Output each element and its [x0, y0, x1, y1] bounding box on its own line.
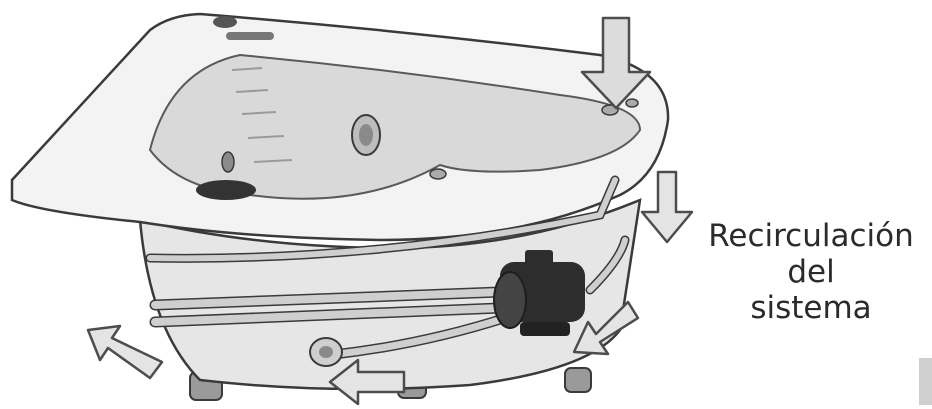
jet-icon — [221, 151, 235, 173]
jet-icon — [351, 114, 381, 156]
top-knob — [213, 16, 237, 28]
inlet-arrow-icon — [580, 16, 652, 110]
flow-arrow-icon — [328, 358, 406, 406]
jet-icon — [429, 168, 447, 180]
pump-icon — [493, 250, 585, 336]
tub-basin — [148, 53, 642, 200]
seat-steps — [231, 67, 293, 163]
jet-icons — [221, 98, 639, 180]
flow-arrow-icon — [86, 324, 164, 380]
recirculation-caption: Recirculación del sistema — [690, 218, 932, 326]
inlet-fitting — [309, 337, 343, 367]
hose-icon — [145, 175, 630, 360]
headrest — [196, 180, 256, 200]
top-handle — [226, 32, 274, 40]
edge-tab — [919, 358, 932, 405]
flow-arrows — [86, 16, 694, 406]
caption-line-2: sistema — [750, 290, 872, 326]
flow-arrow-icon — [640, 170, 694, 244]
caption-line-1: Recirculación del — [708, 218, 914, 290]
flow-arrow-icon — [572, 300, 640, 356]
